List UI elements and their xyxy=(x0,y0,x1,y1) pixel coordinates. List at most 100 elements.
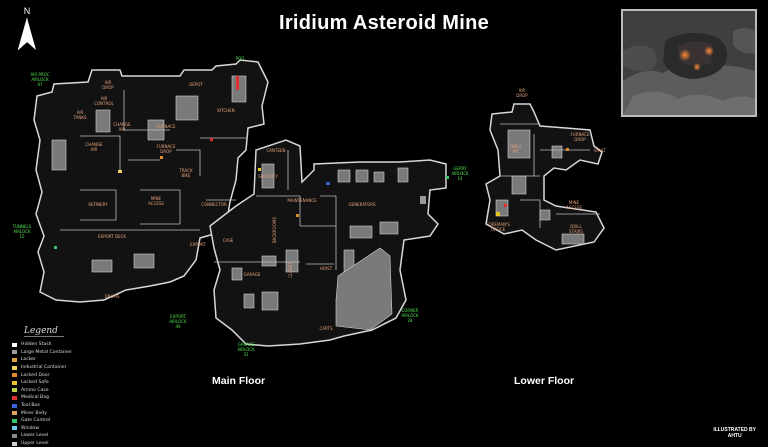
legend-item: Locked Door xyxy=(12,371,132,379)
main-floor-west-wing xyxy=(33,59,269,303)
legend-item-label: Window xyxy=(21,425,40,431)
maintenance-label: MAINTENANCE xyxy=(287,198,317,203)
legend-item-label: Lower Level xyxy=(21,433,49,439)
asteroid-image xyxy=(623,11,755,115)
legend-item: Industrial Container xyxy=(12,364,132,372)
main-floor-walls xyxy=(60,90,337,270)
hoist-label: HOIST xyxy=(320,266,333,271)
ammo-case-icon xyxy=(12,388,17,393)
map-markers xyxy=(54,76,569,249)
lower-floor-walls xyxy=(500,123,600,228)
export-label: EXPORT xyxy=(190,242,206,247)
garage-label: GARAGE xyxy=(244,272,261,277)
case-label: CASE xyxy=(223,238,234,243)
map-title: Iridium Asteroid Mine xyxy=(278,12,490,34)
locked-door-marker xyxy=(566,148,569,151)
connector-label: CONNECTOR xyxy=(201,202,227,207)
carts-label: CARTS xyxy=(320,326,333,331)
tool-box-icon xyxy=(12,403,17,408)
hidden-stash-icon xyxy=(12,342,17,347)
asteroid-render-inset xyxy=(621,9,757,117)
legend-item-label: Ammo Case xyxy=(21,387,49,393)
legend-item: Lower Level xyxy=(12,432,132,440)
medical-bag-marker xyxy=(210,138,213,141)
compass: N xyxy=(14,6,40,52)
backrooms-label: BACKROOMS xyxy=(272,217,277,243)
legend-item-label: Gate Control xyxy=(21,418,51,424)
refinery-label: REFINERY xyxy=(88,202,108,207)
kitchen-label: KITCHEN xyxy=(217,108,234,113)
main-floor-label: Main Floor xyxy=(212,375,266,387)
gate-control-marker xyxy=(446,176,449,179)
window-icon xyxy=(12,426,17,431)
medical-bag-icon xyxy=(12,395,17,400)
legend-item: Tool Box xyxy=(12,402,132,410)
legend-item-label: Tool Box xyxy=(21,403,40,409)
legend-item-label: Medical Bag xyxy=(21,395,49,401)
legend-item: Large Metal Container xyxy=(12,349,132,357)
north-arrow-icon xyxy=(18,18,36,50)
legend-item-label: Large Metal Container xyxy=(21,349,72,355)
lower-floor-label: Lower Floor xyxy=(514,375,575,387)
furnace-label: FURNACE xyxy=(157,124,176,129)
locked-door-icon xyxy=(12,373,17,378)
legend-item-label: Locked Door xyxy=(21,372,50,378)
legend-item: Gate Control xyxy=(12,417,132,425)
gate-control-marker xyxy=(54,246,57,249)
gate-control-icon xyxy=(12,418,17,423)
legend-item: Miner Body xyxy=(12,409,132,417)
export-deck-label: EXPORT DECK xyxy=(98,234,126,239)
credit-line-2: AHTU xyxy=(727,433,742,439)
pod-label: POD xyxy=(236,56,245,61)
vault-label: VAULT xyxy=(594,148,607,153)
lower-floor-structures xyxy=(495,129,585,245)
tool-box-marker xyxy=(326,182,330,185)
legend-item: Window xyxy=(12,425,132,433)
locked-door-marker xyxy=(296,214,299,217)
legend-item-label: Hidden Stash xyxy=(21,342,52,348)
large-metal-container-icon xyxy=(12,350,17,355)
legend-item: Upper Level xyxy=(12,440,132,447)
legend-item-label: Industrial Container xyxy=(21,365,67,371)
locked-door-marker xyxy=(160,156,163,159)
legend-item-label: Locked Safe xyxy=(21,380,49,386)
medical-bag-marker xyxy=(504,204,507,207)
legend-item: Ammo Case xyxy=(12,387,132,395)
locked-safe-marker xyxy=(496,212,500,216)
security-label: SECURITY xyxy=(258,174,278,179)
large-container-marker xyxy=(420,196,426,204)
credit: ILLUSTRATED BY AHTU xyxy=(713,427,756,439)
closet-label: CLOSET xyxy=(288,262,293,278)
lower-level-icon xyxy=(12,433,17,438)
generators-label: GENERATORS xyxy=(348,202,376,207)
locked-safe-icon xyxy=(12,380,17,385)
locked-safe-marker xyxy=(258,168,261,171)
legend-item-label: Upper Level xyxy=(21,441,49,447)
legend-item: Hidden Stash xyxy=(12,341,132,349)
legend-item: Medical Bag xyxy=(12,394,132,402)
drums-label: DRUMS xyxy=(105,294,120,299)
credit-line-1: ILLUSTRATED BY xyxy=(713,427,756,433)
miner-body-icon xyxy=(12,411,17,416)
